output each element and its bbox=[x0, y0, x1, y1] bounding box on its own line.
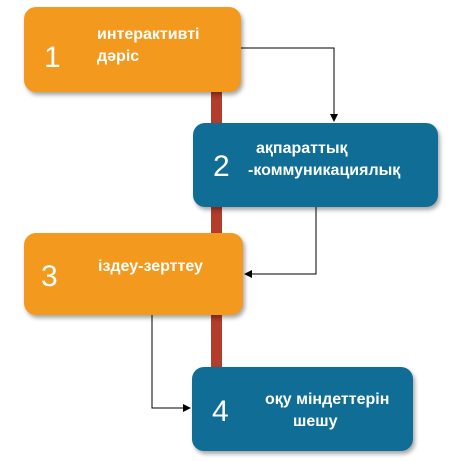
step-2-label: ақпараттық -коммуникациялық bbox=[248, 138, 400, 181]
step-1-box: 1 интерактивті дәріс bbox=[24, 7, 241, 92]
step-3-label-line1: іздеу-зерттеу bbox=[98, 258, 203, 275]
step-4-box: 4 оқу міндеттерін шешу bbox=[192, 367, 413, 451]
step-3-box: 3 іздеу-зерттеу bbox=[24, 233, 243, 315]
step-2-label-line2: -коммуникациялық bbox=[248, 161, 401, 179]
step-2-number: 2 bbox=[213, 150, 230, 183]
step-4-label-line1: оқу міндеттерін bbox=[265, 391, 390, 408]
connector-1-to-2 bbox=[241, 47, 338, 122]
vertical-spine bbox=[211, 60, 222, 400]
step-1-label: интерактивті дәріс bbox=[97, 24, 200, 67]
step-1-label-line1: интерактивті bbox=[97, 26, 200, 43]
connector-3-to-4 bbox=[151, 315, 191, 412]
step-3-label: іздеу-зерттеу bbox=[98, 256, 203, 278]
step-3-number: 3 bbox=[41, 260, 58, 293]
step-1-label-line2: дәріс bbox=[97, 47, 140, 65]
step-1-number: 1 bbox=[44, 41, 61, 74]
connector-2-to-3 bbox=[244, 207, 317, 278]
step-4-label: оқу міндеттерін шешу bbox=[265, 389, 389, 432]
step-2-box: 2 ақпараттық -коммуникациялық bbox=[193, 123, 438, 207]
step-4-label-line2: шешу bbox=[293, 412, 338, 430]
step-4-number: 4 bbox=[212, 395, 229, 428]
step-2-label-line1: ақпараттық bbox=[256, 140, 348, 157]
